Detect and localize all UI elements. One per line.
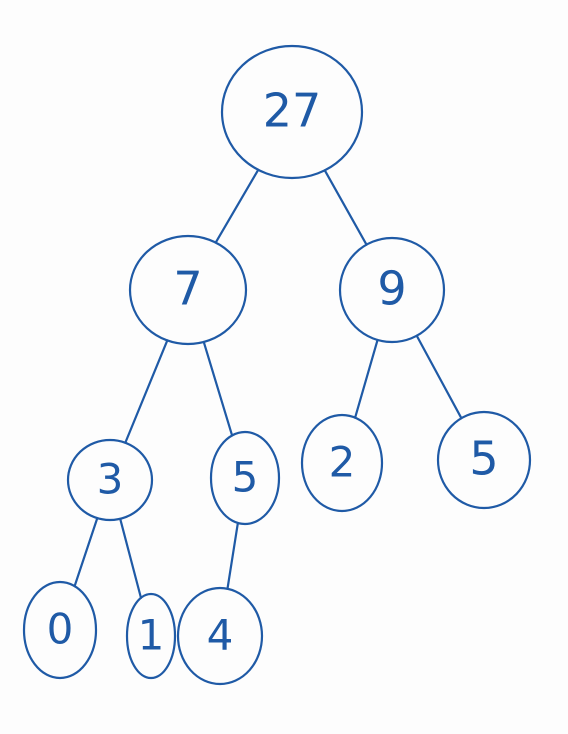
- edge-n27-n9: [323, 169, 368, 246]
- node-circle: [220, 44, 364, 180]
- edge-n9-n5b: [415, 334, 463, 420]
- tree-node-n5a: 5: [209, 430, 281, 526]
- node-circle: [436, 410, 532, 510]
- node-circle: [22, 580, 98, 680]
- tree-node-n7: 7: [128, 234, 248, 346]
- node-label: 2: [329, 438, 356, 487]
- node-circle: [209, 430, 281, 526]
- node-circle: [300, 413, 384, 513]
- edge-n27-n7: [214, 168, 260, 244]
- edge-n9-n2: [354, 338, 379, 419]
- node-label: 4: [207, 611, 234, 660]
- edge-n7-n5a: [202, 340, 234, 437]
- tree-node-n27: 27: [220, 44, 364, 180]
- node-label: 3: [97, 455, 124, 504]
- node-label: 5: [469, 432, 498, 486]
- tree-node-n3: 3: [66, 438, 154, 522]
- tree-node-n5b: 5: [436, 410, 532, 510]
- node-label: 5: [232, 453, 259, 502]
- node-label: 1: [138, 611, 165, 660]
- node-circle: [66, 438, 154, 522]
- tree-node-n2: 2: [300, 413, 384, 513]
- tree-node-n1: 1: [125, 592, 177, 680]
- node-label: 27: [263, 84, 322, 138]
- edge-n7-n3: [124, 339, 169, 444]
- tree-node-n9: 9: [338, 236, 446, 344]
- node-circle: [125, 592, 177, 680]
- edges-layer: [73, 168, 463, 599]
- node-circle: [176, 586, 264, 686]
- node-label: 7: [173, 262, 202, 316]
- edge-n3-n0: [73, 517, 99, 588]
- tree-node-n4: 4: [176, 586, 264, 686]
- node-circle: [338, 236, 446, 344]
- tree-node-n0: 0: [22, 580, 98, 680]
- node-circle: [128, 234, 248, 346]
- node-label: 9: [377, 262, 406, 316]
- edge-n5a-n4: [226, 521, 239, 590]
- edge-n3-n1: [119, 517, 143, 599]
- node-label: 0: [47, 605, 74, 654]
